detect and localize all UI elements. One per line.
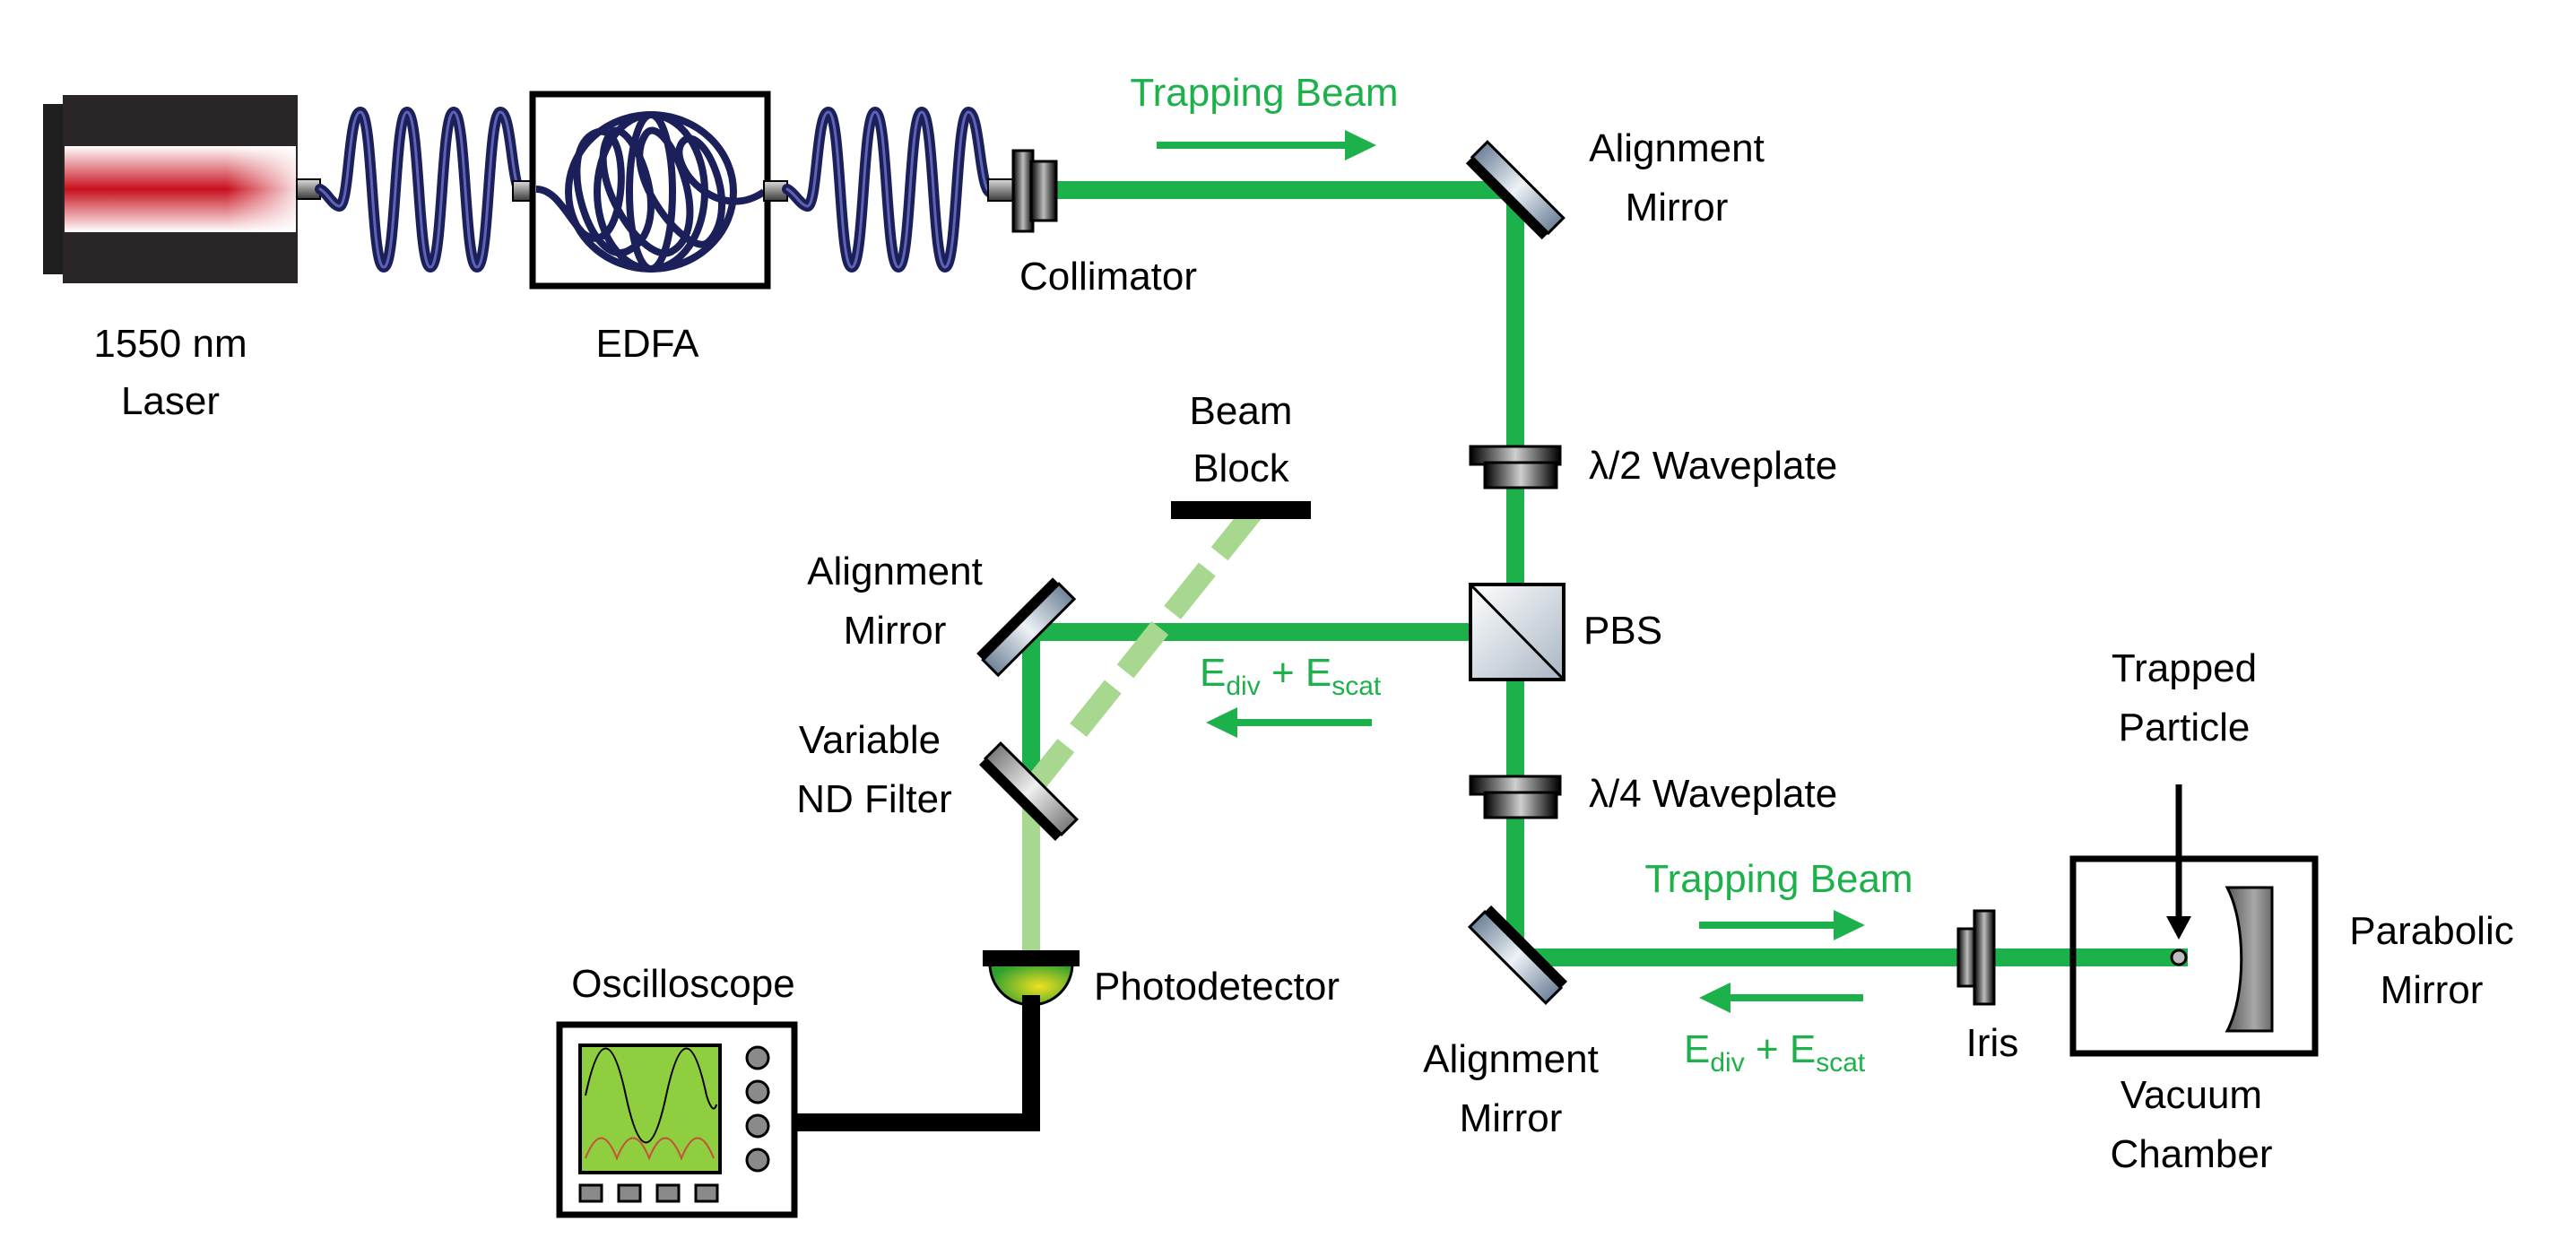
alignment-mirror-left (976, 577, 1077, 678)
oscilloscope-label: Oscilloscope (571, 962, 794, 1006)
parabolic-mirror-label-line2: Mirror (2381, 968, 2484, 1012)
collimator (987, 149, 1058, 233)
trapped-particle (2170, 948, 2188, 966)
edfa (529, 91, 771, 290)
beam-block-label-line2: Block (1193, 446, 1290, 490)
oscilloscope-knob-3 (745, 1113, 770, 1139)
oscilloscope-button-4 (694, 1183, 719, 1203)
photodetector (796, 950, 1080, 1131)
labels: 1550 nm Laser EDFA Collimator Trapping B… (93, 71, 2513, 1176)
oscilloscope-button-3 (655, 1183, 681, 1203)
laser-label-line2: Laser (121, 379, 220, 423)
edfa-coil (535, 126, 767, 257)
alignment-mirror-top-label-line1: Alignment (1589, 126, 1765, 170)
iris (1956, 909, 1996, 1006)
vacuum-chamber-label-line2: Chamber (2111, 1132, 2273, 1176)
e-field-mid-label: Ediv + Escat (1200, 651, 1382, 701)
arrow-right-bottom (1699, 910, 1865, 940)
oscilloscope-knob-2 (745, 1079, 770, 1104)
alignment-mirror-top-label-line2: Mirror (1626, 186, 1729, 229)
beam-direction-arrows (1157, 130, 1865, 1013)
laser-back-plate (43, 104, 66, 274)
oscilloscope-screen (578, 1043, 722, 1174)
oscilloscope-trace-bottom (585, 1137, 715, 1161)
vacuum-chamber (2069, 784, 2319, 1057)
fiber-coil-1 (315, 106, 530, 273)
variable-nd-label-line1: Variable (799, 718, 941, 762)
beam-nd-to-beam-block (1022, 502, 1264, 796)
half-waveplate-label: λ/2 Waveplate (1589, 444, 1837, 488)
alignment-mirror-bottom (1467, 905, 1567, 1006)
e-field-bottom-label: Ediv + Escat (1684, 1027, 1866, 1078)
laser-label-line1: 1550 nm (93, 322, 247, 366)
alignment-mirror-top (1465, 140, 1566, 240)
variable-nd-filter (979, 740, 1080, 841)
photodetector-label: Photodetector (1094, 965, 1340, 1009)
iris-label: Iris (1966, 1021, 2019, 1065)
edfa-label: EDFA (596, 322, 700, 366)
oscilloscope (556, 1021, 798, 1218)
arrow-right-top (1157, 130, 1376, 160)
alignment-mirror-bottom-label-line2: Mirror (1460, 1096, 1563, 1140)
beam-block-label-line1: Beam (1190, 389, 1293, 433)
beam-block (1171, 501, 1311, 519)
oscilloscope-button-2 (617, 1183, 642, 1203)
half-waveplate (1469, 445, 1562, 489)
vacuum-chamber-box (2069, 855, 2319, 1057)
fiber-coil-2 (782, 106, 999, 273)
parabolic-mirror (2225, 886, 2274, 1033)
pbs-cube (1469, 583, 1566, 681)
oscilloscope-button-1 (578, 1183, 603, 1203)
beam-paths (1022, 181, 2188, 966)
quarter-waveplate-label: λ/4 Waveplate (1589, 772, 1837, 816)
trapped-particle-label-line2: Particle (2119, 706, 2251, 749)
pbs-label: PBS (1583, 609, 1662, 653)
oscilloscope-knob-1 (745, 1045, 770, 1070)
trapped-particle-label-line1: Trapped (2112, 646, 2257, 690)
parabolic-mirror-label-line1: Parabolic (2349, 909, 2513, 953)
trapping-beam-bottom-label: Trapping Beam (1644, 857, 1912, 901)
arrow-left-bottom (1699, 983, 1863, 1013)
oscilloscope-knob-4 (745, 1147, 770, 1173)
alignment-mirror-left-label-line1: Alignment (807, 550, 983, 593)
arrow-left-mid (1206, 707, 1372, 738)
vacuum-chamber-label-line1: Vacuum (2121, 1073, 2262, 1117)
collimator-label: Collimator (1019, 255, 1197, 299)
alignment-mirror-left-label-line2: Mirror (844, 609, 947, 653)
oscilloscope-trace-top (585, 1047, 717, 1144)
quarter-waveplate (1469, 775, 1562, 819)
variable-nd-label-line2: ND Filter (796, 777, 952, 821)
alignment-mirror-bottom-label-line1: Alignment (1423, 1037, 1599, 1081)
laser-source (43, 95, 321, 283)
trapping-beam-top-label: Trapping Beam (1130, 71, 1398, 115)
